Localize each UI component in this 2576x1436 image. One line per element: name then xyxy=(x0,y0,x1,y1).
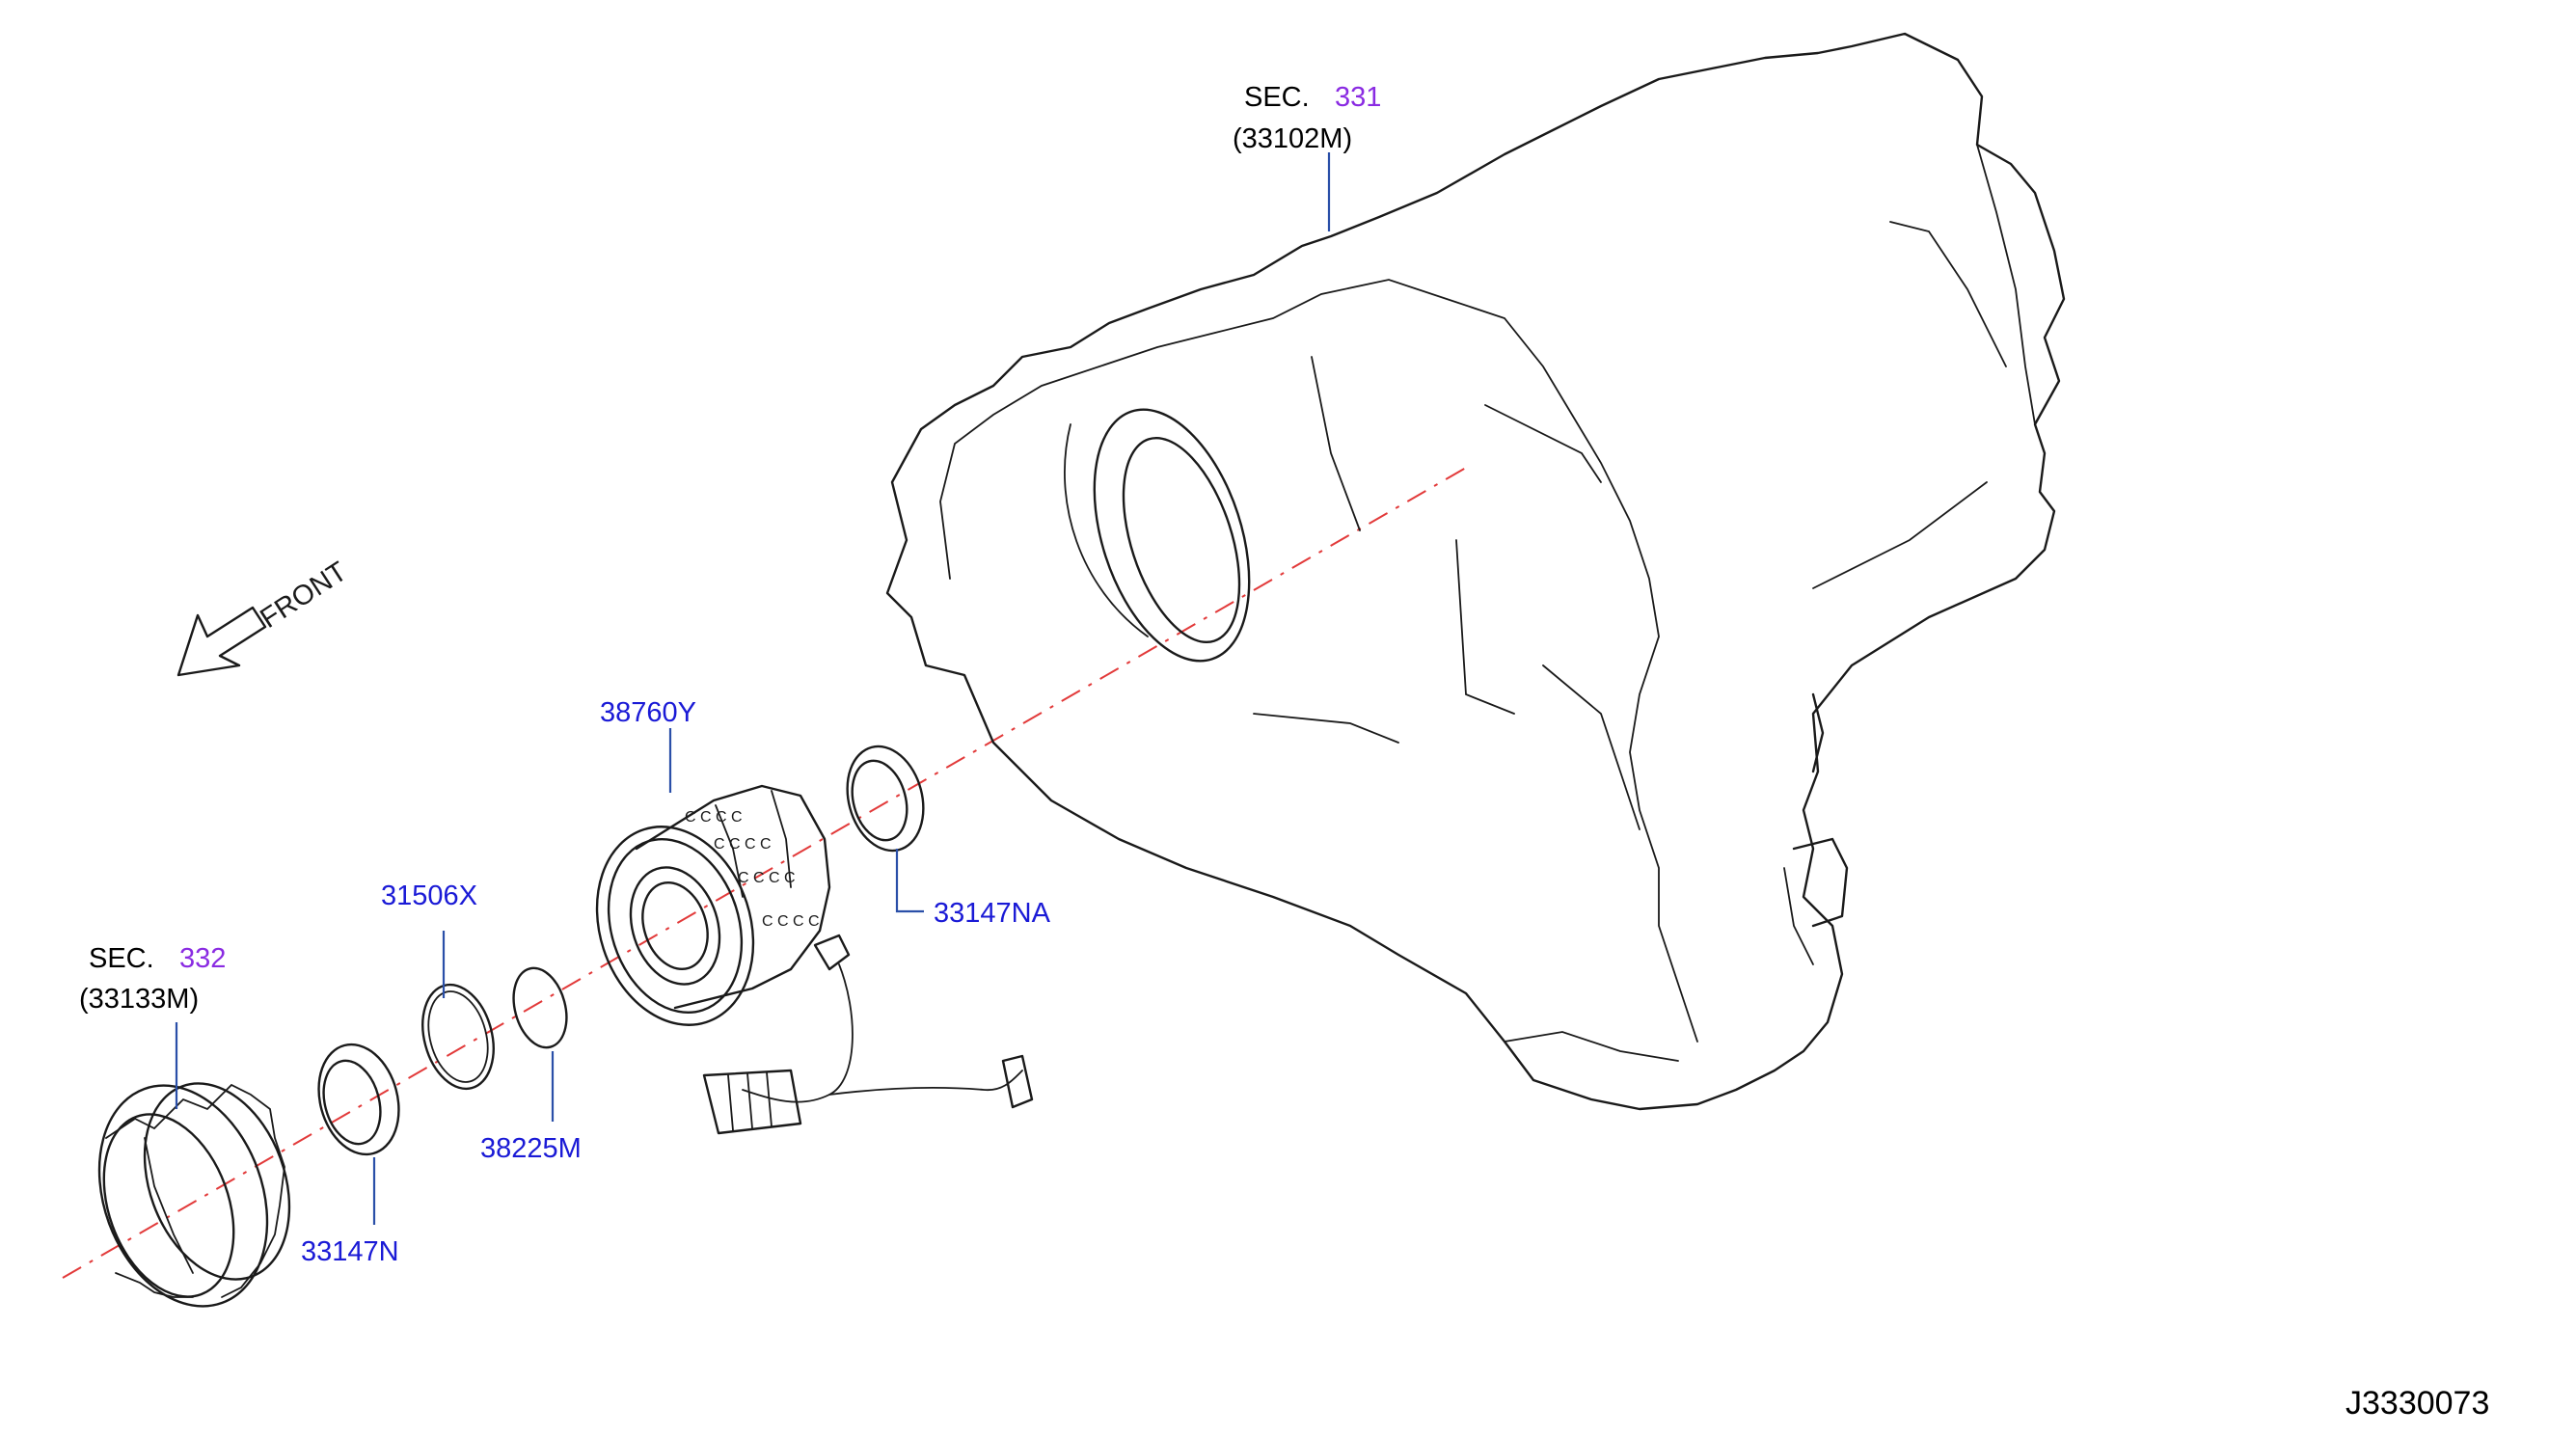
part-33147N[interactable]: 33147N xyxy=(301,1236,399,1267)
part-33147NA[interactable]: 33147NA xyxy=(934,898,1051,929)
sec-332-prefix: SEC. xyxy=(89,943,154,974)
front-label: FRONT xyxy=(255,555,352,634)
svg-text:C C C C: C C C C xyxy=(685,809,743,826)
part-38760Y[interactable]: 38760Y xyxy=(600,697,696,728)
diagram-id: J3330073 xyxy=(2346,1385,2489,1422)
sec-331-code: (33102M) xyxy=(1233,123,1352,154)
sec-331-link[interactable]: 331 xyxy=(1335,82,1381,113)
housing-bore-outer xyxy=(1093,408,1251,663)
housing-bore-inner xyxy=(1122,436,1241,644)
svg-text:C C C C: C C C C xyxy=(714,836,772,853)
front-arrow-icon xyxy=(176,606,267,677)
part-38225M[interactable]: 38225M xyxy=(480,1133,582,1164)
clutch-assembly-38760Y: C C C C C C C C C C C C C C C C xyxy=(595,784,1034,1135)
seal-33147N xyxy=(317,1043,400,1156)
transfer-case-housing xyxy=(885,32,2066,1111)
sec-332-code: (33133M) xyxy=(79,984,199,1015)
ring-38225M xyxy=(512,966,568,1049)
sec-332-link[interactable]: 332 xyxy=(179,943,226,974)
seal-33147NA xyxy=(846,745,925,853)
sec-331-prefix: SEC. xyxy=(1244,82,1310,113)
snap-ring-31506X xyxy=(421,983,495,1091)
part-31506X[interactable]: 31506X xyxy=(381,881,477,911)
gear-sec-332 xyxy=(97,1082,291,1308)
leader-lines xyxy=(175,152,1331,1225)
center-axis-line xyxy=(62,467,1467,1279)
svg-text:C C C C: C C C C xyxy=(762,913,820,930)
svg-text:C C C C: C C C C xyxy=(738,870,796,886)
leader-33147NA xyxy=(895,849,924,913)
